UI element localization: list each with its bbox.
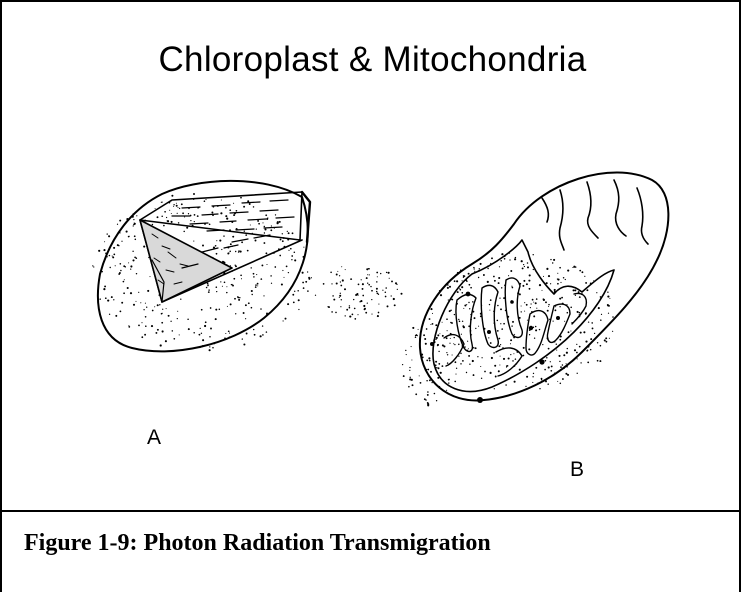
label-b: B xyxy=(570,458,584,482)
caption-divider xyxy=(2,510,741,512)
mitochondrion-inner-membrane xyxy=(433,240,614,391)
mitochondrion-outer-membrane xyxy=(420,173,669,401)
figure-caption: Figure 1-9: Photon Radiation Transmigrat… xyxy=(24,530,491,557)
stipple-dots xyxy=(92,193,614,406)
label-a: A xyxy=(147,426,161,450)
cristae xyxy=(444,180,648,376)
chloroplast-drawing xyxy=(98,181,310,351)
granum-dark-face xyxy=(140,220,232,302)
organelle-illustration xyxy=(2,2,741,512)
figure-area: Chloroplast & Mitochondria xyxy=(2,2,741,512)
